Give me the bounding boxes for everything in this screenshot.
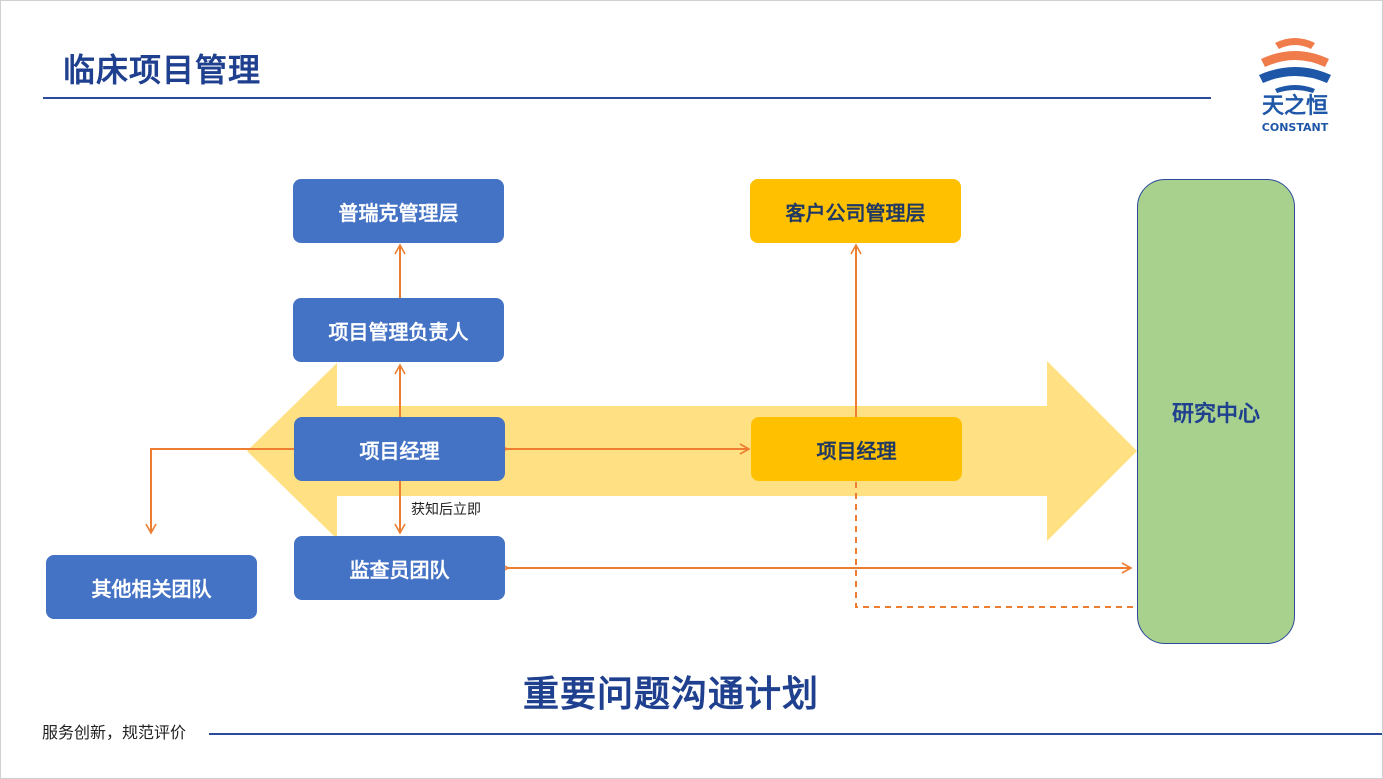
footer-slogan: 服务创新，规范评价 bbox=[42, 723, 187, 742]
connector-pmright-to-center-dashed bbox=[855, 482, 1137, 608]
company-logo: 天之恒 CONSTANT bbox=[1253, 35, 1337, 135]
connector-pm-to-other bbox=[145, 448, 294, 535]
node-pm-left: 项目经理 bbox=[294, 417, 505, 481]
page-title: 临床项目管理 bbox=[63, 51, 262, 89]
node-prk-management: 普瑞克管理层 bbox=[293, 179, 504, 243]
edge-label-notify: 获知后立即 bbox=[411, 502, 481, 518]
title-divider bbox=[43, 97, 1211, 99]
node-monitor-team: 监查员团队 bbox=[294, 536, 505, 600]
logo-en-text: CONSTANT bbox=[1261, 121, 1329, 134]
logo-mark-icon bbox=[1259, 38, 1331, 93]
logo-cn-text: 天之恒 bbox=[1261, 94, 1328, 119]
node-other-teams: 其他相关团队 bbox=[46, 555, 257, 619]
node-research-center: 研究中心 bbox=[1137, 179, 1295, 644]
diagram-subtitle: 重要问题沟通计划 bbox=[522, 674, 819, 715]
node-client-management: 客户公司管理层 bbox=[750, 179, 961, 243]
node-pm-lead: 项目管理负责人 bbox=[293, 298, 504, 362]
footer-divider bbox=[209, 733, 1382, 735]
node-pm-right: 项目经理 bbox=[751, 417, 962, 481]
